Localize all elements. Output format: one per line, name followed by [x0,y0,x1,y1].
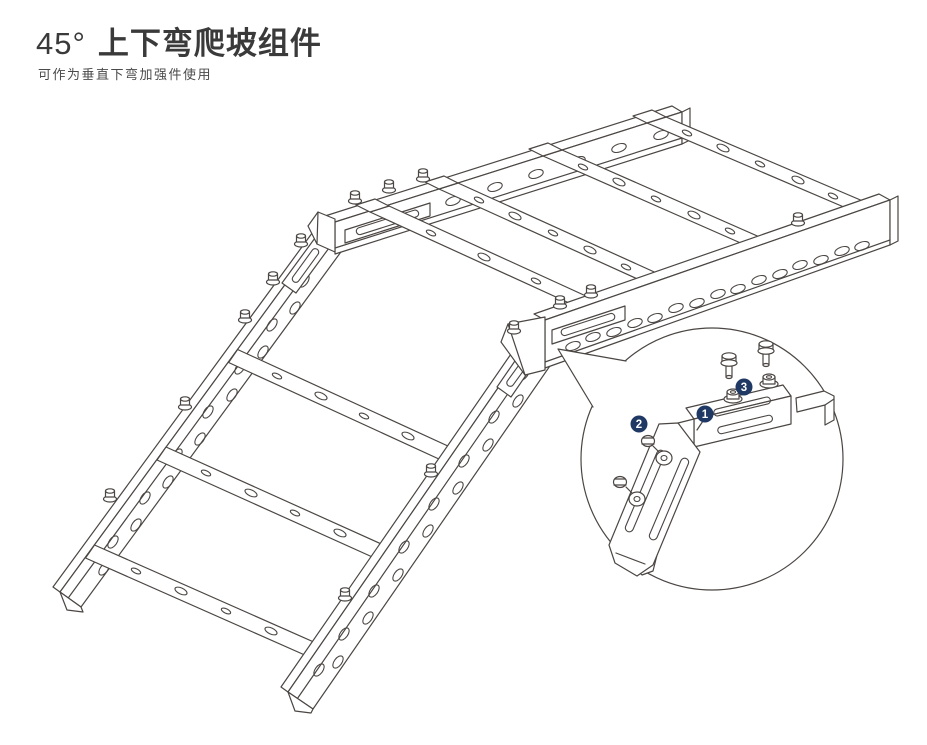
page-title: 45° 上下弯爬坡组件 [36,18,322,63]
callout-badge-1 [696,405,714,423]
sloped-rungs [84,348,457,659]
title-text: 上下弯爬坡组件 [97,26,322,61]
callout-number-2: 2 [636,419,642,431]
rail-end-cap [889,195,899,246]
page-subtitle: 可作为垂直下弯加强件使用 [38,67,213,82]
bend-joint [307,211,546,376]
callout-badges: 1 2 3 [630,378,753,433]
callout-number-3: 3 [741,382,747,394]
rail-end-flap [59,591,84,613]
sloped-splice-plates [281,237,543,398]
upper-far-rail [324,105,691,255]
title-angle-prefix: 45° [36,26,86,61]
callout-badge-3 [735,378,753,396]
callout-number-1: 1 [702,409,709,421]
far-miter-cap [307,211,336,253]
callout-badge-2 [630,415,648,433]
detail-pointer [557,348,627,408]
sloped-ladder-section [52,224,564,714]
channel-fragment-right [795,390,835,426]
upper-ladder-section [324,105,899,369]
bolt-nut-set [720,340,779,404]
detail-circle: 1 2 3 [557,327,844,591]
bolt-washer-set [612,434,673,507]
rail-end-flap [287,691,314,714]
